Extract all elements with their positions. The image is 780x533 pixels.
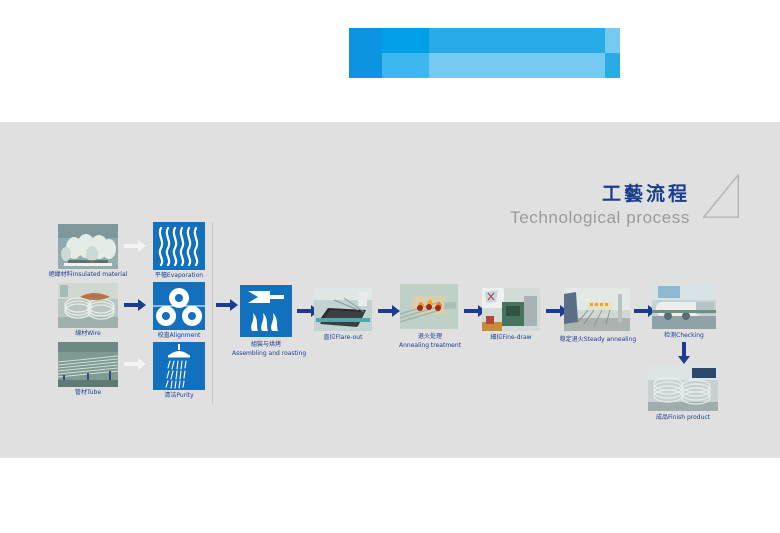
process-caption-annealing-en: Annealing treatment [398,342,462,349]
prep-tile-alignment [153,282,205,330]
header-block-6 [605,28,620,53]
page-title: 工藝流程 Technological process [430,182,690,229]
process-caption-checking: 检测Checking [664,332,704,339]
header-accent-graphic [349,28,620,78]
arrow-checking-to-finish-icon [678,342,690,364]
header-block-5 [429,53,605,78]
process-photo-checking [652,284,716,329]
process-photo-annealing [400,284,458,329]
prep-tile-evaporation [153,222,205,270]
arrow-wire-to-alignment-icon [124,299,146,311]
header-block-1 [349,28,382,78]
arrow-flareout-to-annealing-icon [378,305,400,317]
material-caption-tube: 管材Tube [74,389,102,396]
rings-icon [153,282,205,330]
process-caption-finish-product: 成品Finish product [655,414,711,421]
material-caption-insulated: 絕緣材料Insulated material [48,271,128,278]
material-photo-wire [58,283,118,328]
process-photo-flareout [314,288,372,331]
process-caption-flareout: 直拉Flare-out [323,334,363,341]
arrow-steady-to-checking-icon [634,305,656,317]
arrow-finedraw-to-steady-icon [546,305,568,317]
process-caption-steady-annealing: 稳定退火Steady annealing [559,336,637,343]
material-caption-wire: 線材Wire [75,330,101,337]
header-block-4 [429,28,605,53]
arrow-insulated-to-evaporation-icon [124,240,146,252]
page-title-chinese: 工藝流程 [601,183,690,205]
header-block-2 [382,28,429,53]
prep-caption-evaporation: 平幅Evaporation [154,272,204,279]
material-photo-insulated [58,224,118,269]
process-photo-finedraw [482,288,540,331]
process-caption-annealing: 退火处理 Annealing treatment [394,332,466,350]
bottom-white-band [0,458,780,533]
process-caption-annealing-cn: 退火处理 [417,333,442,340]
header-block-7 [605,53,620,78]
prep-tile-purity [153,342,205,390]
process-tile-assembling [240,285,292,337]
material-photo-tube [58,342,118,387]
shower-icon [153,342,205,390]
funnel-flame-icon [240,285,292,337]
arrow-assembling-to-flareout-icon [297,305,319,317]
header-block-3 [382,53,429,78]
arrow-tube-to-purity-icon [124,358,146,370]
corner-decoration-icon [703,174,739,218]
process-caption-assembling: 組裝与烘烤 Assembling and roasting [232,340,307,358]
prep-caption-purity: 清洁Purity [164,392,194,399]
arrow-prep-to-assembling-icon [216,299,238,311]
group-divider [212,222,213,404]
page-title-english: Technological process [510,208,690,227]
waves-icon [153,222,205,270]
arrow-annealing-to-finedraw-icon [464,305,486,317]
process-caption-assembling-cn: 組裝与烘烤 [250,341,281,348]
process-caption-assembling-en: Assembling and roasting [232,350,307,357]
prep-caption-alignment: 校直Alignment [157,332,201,339]
process-photo-finish-product [648,366,718,411]
process-photo-steady-annealing [564,288,630,331]
process-caption-finedraw: 細拉Fine-draw [490,334,532,341]
